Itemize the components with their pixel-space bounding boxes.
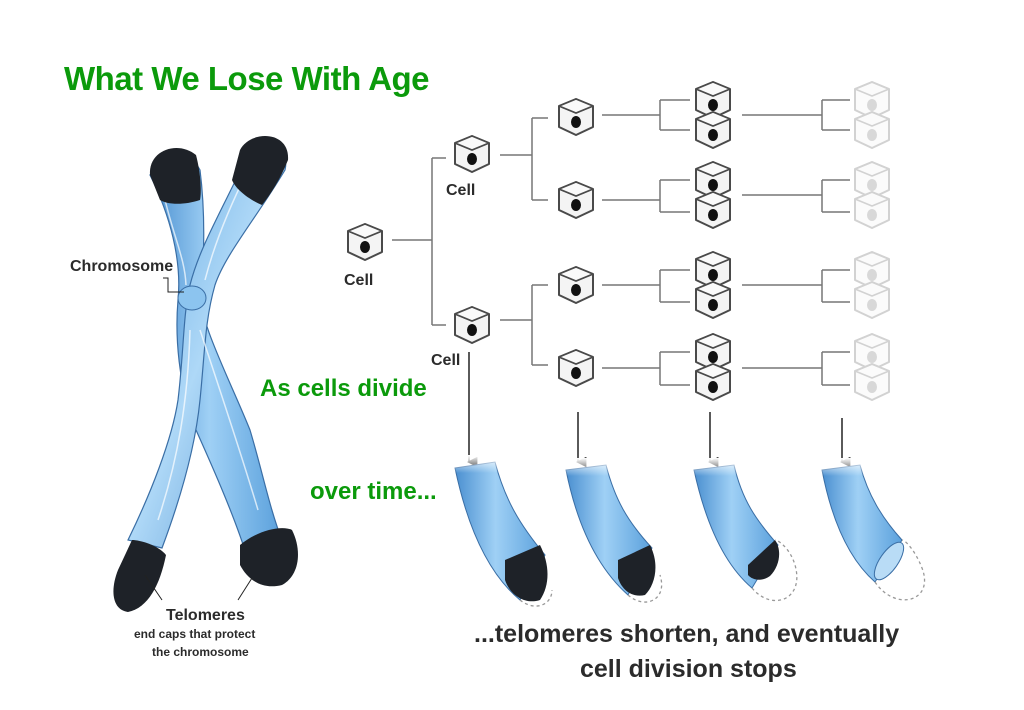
page-title: What We Lose With Age [64,60,430,97]
cell-icon [695,191,731,229]
chromatid-back [149,158,283,561]
telomere-cap-bottom-right [240,528,298,587]
cell-icon [558,98,594,136]
telomere-cap-bottom-left [113,540,166,612]
cell-icon [854,111,890,149]
down-arrows [466,352,851,468]
over-time-label: over time... [310,478,437,505]
cell-label-root: Cell [344,272,374,289]
telomere-cap-top-left [149,147,201,204]
cell-icon [454,135,490,173]
chromosome-segment-2 [560,458,663,603]
cells [347,81,890,401]
cell-icon [695,363,731,401]
telomeres-label: Telomeres [166,607,245,624]
conclusion-line1: ...telomeres shorten, and eventually [474,620,900,648]
cell-icon [854,191,890,229]
conclusion-line2: cell division stops [580,655,797,683]
cell-icon [854,363,890,401]
telomere-cap-top-right [232,136,289,205]
cell-icon [695,111,731,149]
cell-icon [347,223,383,261]
cell-icon [454,306,490,344]
chromosome-label: Chromosome [70,258,174,275]
cell-label-lower: Cell [431,352,461,369]
chromosome-segments [450,455,925,607]
cell-label-upper: Cell [446,182,476,199]
cell-icon [558,349,594,387]
chromosome-segment-1 [450,455,553,607]
cell-icon [558,181,594,219]
telomeres-description-line2: the chromosome [152,645,249,659]
telomeres-description-line1: end caps that protect [134,627,256,641]
cell-icon [695,281,731,319]
chromosome-segment-3 [690,458,798,602]
chromosome-segment-4 [815,458,925,601]
cell-icon [854,281,890,319]
cell-division-tree [392,99,850,386]
chromosome-illustration [113,136,298,612]
as-cells-divide-label: As cells divide [260,375,427,402]
cell-icon [558,266,594,304]
